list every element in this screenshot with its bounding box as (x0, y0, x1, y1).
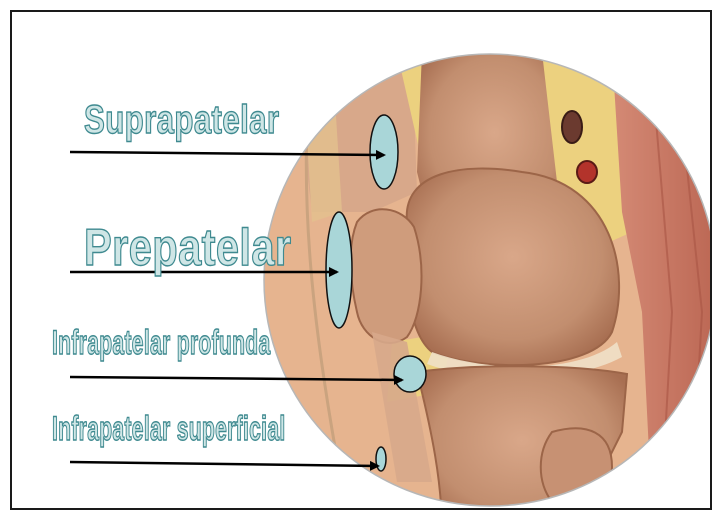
infrapatelar-profunda-bursa-icon (394, 356, 426, 392)
label-suprapatelar: Suprapatelar (84, 98, 279, 143)
label-infrapatelar-superficial: Infrapatelar superficial (52, 410, 286, 449)
popliteal-artery (577, 161, 597, 183)
patella (351, 209, 422, 343)
label-prepatelar: Prepatelar (84, 218, 292, 278)
infrapatelar-superficial-bursa-icon (376, 447, 386, 471)
suprapatelar-bursa-icon (370, 115, 398, 189)
diagram-frame: Suprapatelar Prepatelar Infrapatelar pro… (10, 10, 712, 510)
label-infrapatelar-profunda: Infrapatelar profunda (52, 324, 271, 363)
prepatelar-bursa-icon (326, 212, 352, 328)
popliteal-vein (562, 111, 582, 143)
fibula-head (541, 428, 612, 505)
arrow-icon (70, 462, 378, 466)
